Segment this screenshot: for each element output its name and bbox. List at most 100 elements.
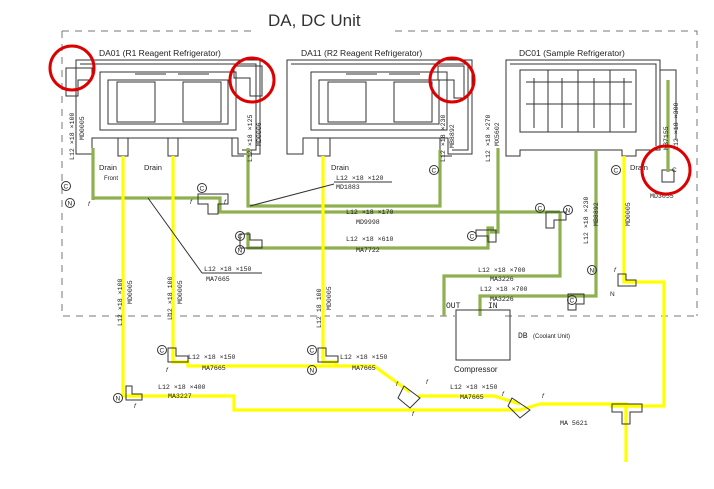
tube-label-700b-part: MA3226 [490,296,514,303]
connector-n: N [238,248,243,255]
tube-labels-horizontal: L12 ×18 ×120 MD1883 L12 ×18 ×170 MD9998 … [147,175,674,427]
drain-labels: Drain Front Drain Drain Drain [99,163,648,182]
tube-label-230v-part: MB8892 [593,202,600,226]
connector-n: N [590,268,595,275]
tube-label-700a: L12 ×18 ×700 [478,267,526,274]
tube-label-150b-part: MA7665 [202,365,226,372]
connector-c: C [238,234,243,241]
tube-label-170: L12 ×18 ×170 [346,209,394,216]
drain-label-dc01: Drain [630,163,648,172]
drain-label-da01-front: Drain [99,163,117,172]
coolant-tube-610 [246,226,494,250]
tube-label-150c: L12 ×18 ×150 [340,354,388,361]
tube-label-md3055: MD3055 [650,193,674,200]
tube-label-dc01-left: L12 ×18 ×270 [485,114,492,162]
da01-refrigerator: DA01 (R1 Reagent Refrigerator) [75,48,261,157]
coolant-tubes [91,80,670,316]
connector-f: f [224,199,227,206]
coolant-tube-da01-right [246,148,442,208]
connector-markers: C N f C f f C N C C N C N C C N f C C f … [61,165,677,418]
connector-f: f [412,411,415,418]
connector-f: f [166,367,169,374]
coolant-tube-700a [442,212,562,316]
unit-boundary [61,30,698,317]
tube-label-dc01-right-part: MB7155 [663,126,670,150]
tube-label-400-part: MA3227 [168,393,192,400]
diagram-title: DA, DC Unit [268,11,361,30]
connector-c: C [470,234,475,241]
drain-label-da01-rear: Drain [144,163,162,172]
connector-c: C [432,168,437,175]
tube-label-400: L12 ×18 ×400 [158,384,206,391]
connector-c: C [672,167,677,174]
connector-f: f [134,403,137,410]
drain-label-da11: Drain [331,163,349,172]
connector-c: C [570,298,575,305]
coolant-tube-dc01-left [490,148,500,234]
connector-c: C [614,168,619,175]
tube-label-150d: L12 ×18 ×150 [450,384,498,391]
connector-n: N [610,291,615,298]
drain-tube-da01-rear [171,156,180,364]
tube-label-170-part: MD9998 [356,219,380,226]
tube-label-120: L12 ×18 ×120 [336,175,384,182]
tube-label-da11-100-part: MD0005 [326,286,333,310]
tube-label-da01-left-part: MD0005 [79,116,86,140]
highlight-circle-da11-right [428,56,476,104]
connector-c: C [64,184,69,191]
tube-labels-vertical: L12 ×18 ×100 MD0005 L12 ×18 ×125 MD0006 … [69,102,680,328]
tube-label-230v: L12 ×18 ×230 [583,196,590,244]
tube-label-da11-right: L12 ×18 ×230 [440,114,447,162]
coolant-tube-700b [478,150,598,316]
connector-c: C [200,186,205,193]
tube-label-mid-100: L12 ×18 100 [167,276,174,320]
highlight-circle-dc01-right [640,144,692,196]
connector-c: C [310,348,315,355]
compressor-name: Compressor [454,365,498,374]
connector-c: C [538,206,543,213]
tube-label-da11-right-part: MB8892 [449,124,456,148]
compressor-out-label: OUT [446,302,461,311]
tube-label-dc01-left-part: MX5602 [494,122,501,146]
fittings [65,65,643,425]
tube-label-left-100: L12 ×18 ×100 [117,278,124,326]
connector-f: f [396,381,399,388]
drain-tube-front [121,156,134,398]
tube-label-610-part: MA7722 [356,247,380,254]
drain-tube-400 [134,394,420,412]
drain-tube-tee [610,404,644,420]
tube-label-left-100-part: MD0005 [127,280,134,304]
tube-label-120-part: MD1883 [336,184,360,191]
drain-tube-150d [418,394,521,406]
connector-f: f [502,391,505,398]
tube-label-dc01-drain-part: MD0005 [625,202,632,226]
dc01-refrigerator: DC01 (Sample Refrigerator) [505,48,677,183]
compressor-unit: OUT IN DB (Coolant Unit) Compressor [446,302,570,374]
compressor-box [455,309,511,361]
tube-label-dc01-right: L12 ×18 ×300 [673,102,680,150]
connector-n: N [566,208,571,215]
tube-label-150a-part: MA7665 [206,276,230,283]
da11-title: DA11 (R2 Reagent Refrigerator) [301,48,422,58]
tube-label-150d-part: MA7665 [460,394,484,401]
drain-label-da01-front-sub: Front [104,176,118,182]
tube-label-da01-right: L12 ×18 ×125 [247,114,254,162]
tube-label-da01-right-part: MD0006 [256,122,263,146]
tube-label-mid-100-part: MD0005 [177,280,184,304]
tube-label-150a: L12 ×18 ×150 [204,266,252,273]
da01-title: DA01 (R1 Reagent Refrigerator) [99,48,221,58]
tube-label-da11-100: L12 18 100 [316,288,323,328]
connector-f: f [614,267,617,274]
connector-n: N [310,368,315,375]
coolant-tube-return-top [93,196,560,214]
connector-f: f [542,393,545,400]
tube-label-700b: L12 ×18 ×700 [480,286,528,293]
tube-label-150c-part: MA7665 [352,365,376,372]
drain-tube-dc01-exit [626,280,666,408]
tube-label-700a-part: MA3226 [490,276,514,283]
highlight-circles [48,44,692,196]
connector-f: f [88,201,91,208]
tube-label-da01-left: L12 ×18 ×100 [69,112,76,160]
drain-tube-merge [420,402,628,462]
